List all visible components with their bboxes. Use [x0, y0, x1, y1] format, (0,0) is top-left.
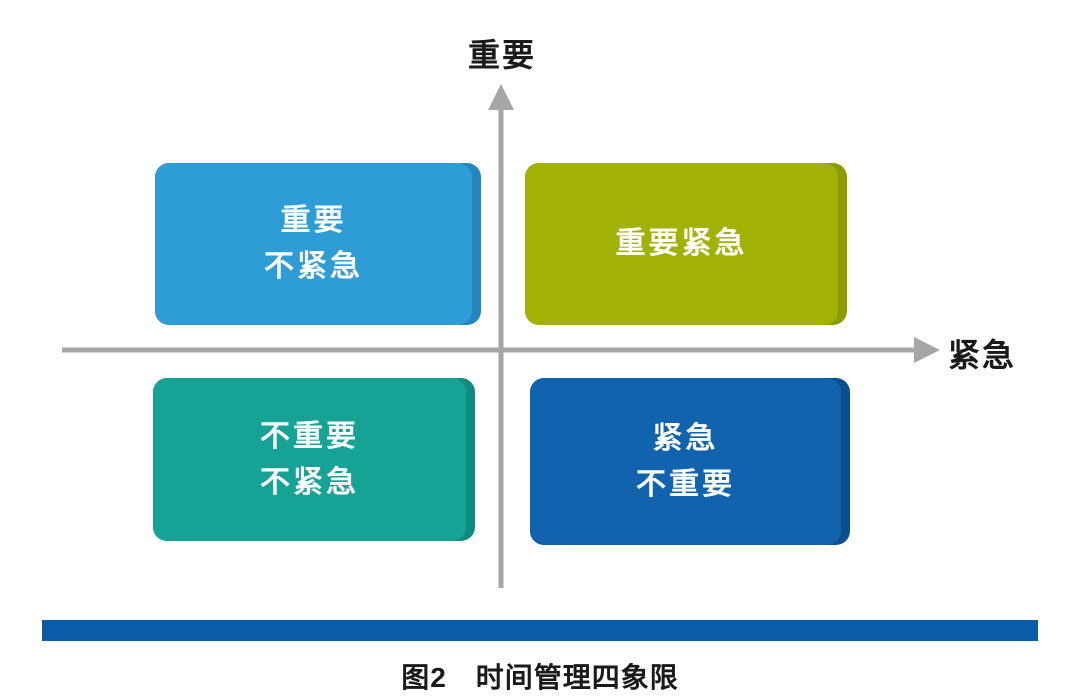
quadrant-label-line: 重要紧急 — [615, 227, 748, 260]
y-axis-label: 重要 — [468, 37, 537, 73]
quadrant-label-line: 重要 — [280, 204, 347, 237]
quadrant-face: 重要 不紧急 — [155, 163, 472, 325]
quadrant-face: 紧急 不重要 — [530, 378, 841, 545]
quadrant-label-line: 不紧急 — [260, 465, 359, 499]
quadrant-not-important-not-urgent: 不重要 不紧急 — [153, 378, 475, 541]
quadrant-important-urgent: 重要紧急 — [525, 163, 847, 325]
x-axis-label: 紧急 — [948, 337, 1017, 373]
right-arrow-icon — [914, 337, 940, 363]
quadrant-face: 重要紧急 — [525, 163, 838, 325]
quadrant-label-line: 不紧急 — [264, 250, 363, 283]
quadrant-face: 不重要 不紧急 — [153, 378, 466, 541]
quadrant-important-not-urgent: 重要 不紧急 — [155, 163, 481, 325]
quadrant-label-line: 不重要 — [636, 467, 735, 501]
quadrant-urgent-not-important: 紧急 不重要 — [530, 378, 850, 545]
bottom-divider-bar — [42, 620, 1038, 641]
quadrant-label-line: 不重要 — [260, 419, 359, 453]
quadrant-label-line: 紧急 — [652, 421, 719, 455]
figure-caption: 图2 时间管理四象限 — [401, 662, 679, 693]
up-arrow-icon — [488, 84, 514, 110]
